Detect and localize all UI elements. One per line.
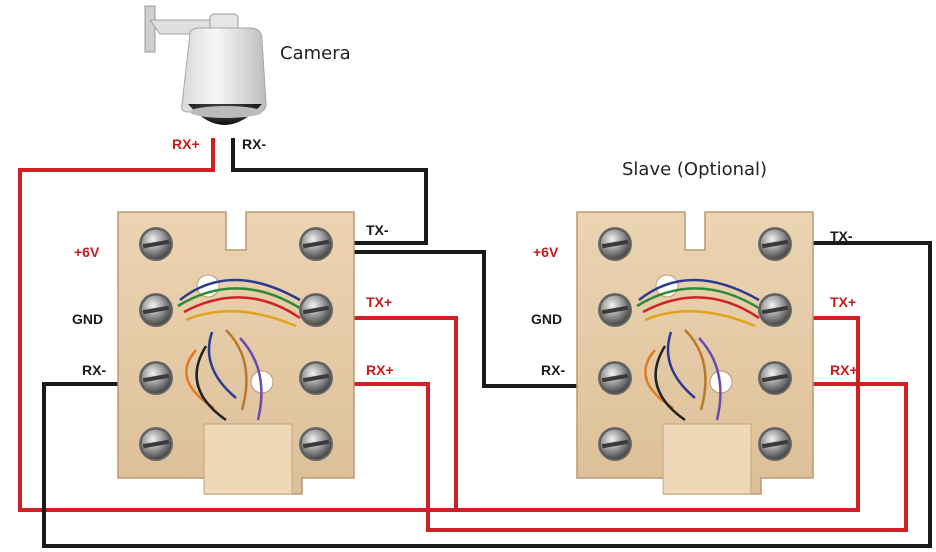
junction-block-1 [117, 211, 355, 495]
wire-camera-rx-plus [18, 138, 860, 512]
junction-block-2 [576, 211, 814, 495]
block2-tx-plus-label: TX+ [830, 294, 857, 310]
block2-plus6v-label: +6V [533, 244, 559, 260]
camera-rx-minus-label: RX- [242, 136, 267, 152]
block1-gnd-label: GND [72, 311, 104, 327]
wire-b1tx-b2rx [342, 250, 594, 388]
block2-rx-minus-label: RX- [541, 362, 566, 378]
wire-camera-rx-minus [231, 138, 428, 245]
wire-b1-rx-minus [42, 241, 932, 548]
camera-title: Camera [280, 43, 351, 64]
camera-rx-plus-label: RX+ [172, 136, 200, 152]
block1-tx-plus-label: TX+ [366, 294, 393, 310]
block2-tx-minus-label: TX- [830, 228, 853, 244]
camera-illustration [144, 5, 267, 125]
block1-rx-minus-label: RX- [82, 362, 107, 378]
slave-title: Slave (Optional) [622, 159, 768, 180]
block1-tx-minus-label: TX- [366, 222, 389, 238]
block1-rx-plus-label: RX+ [366, 362, 394, 378]
wires [18, 138, 932, 548]
block2-rx-plus-label: RX+ [830, 362, 858, 378]
block2-gnd-label: GND [531, 311, 563, 327]
block1-plus6v-label: +6V [74, 244, 100, 260]
wire-b1-tx-plus [346, 316, 458, 510]
wire-b1-rx-plus [346, 382, 908, 532]
